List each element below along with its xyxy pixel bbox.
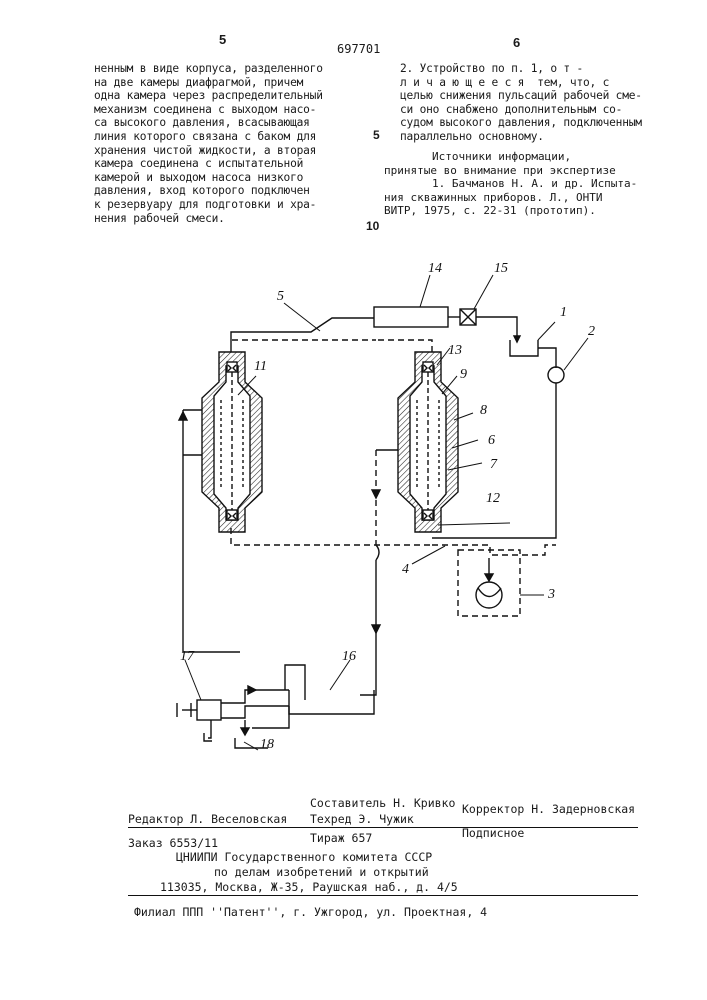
footer-rule-bottom bbox=[128, 895, 638, 896]
branch-address: Филиал ППП ''Патент'', г. Ужгород, ул. П… bbox=[134, 905, 487, 919]
order: Заказ 6553/11 bbox=[128, 836, 218, 850]
editor: Редактор Л. Веселовская bbox=[128, 812, 287, 826]
footer-rule-top bbox=[128, 827, 638, 828]
subscription: Подписное bbox=[462, 826, 524, 840]
publisher-address: 113035, Москва, Ж-35, Раушская наб., д. … bbox=[160, 880, 458, 894]
publisher-line-1: ЦНИИПИ Государственного комитета СССР bbox=[176, 850, 432, 864]
techred: Техред Э. Чужик bbox=[310, 812, 414, 826]
corrector: Корректор Н. Задерновская bbox=[462, 802, 635, 816]
publisher-line-2: по делам изобретений и открытий bbox=[214, 865, 429, 879]
circulation: Тираж 657 bbox=[310, 831, 372, 845]
compiler: Составитель Н. Кривко bbox=[310, 796, 455, 810]
